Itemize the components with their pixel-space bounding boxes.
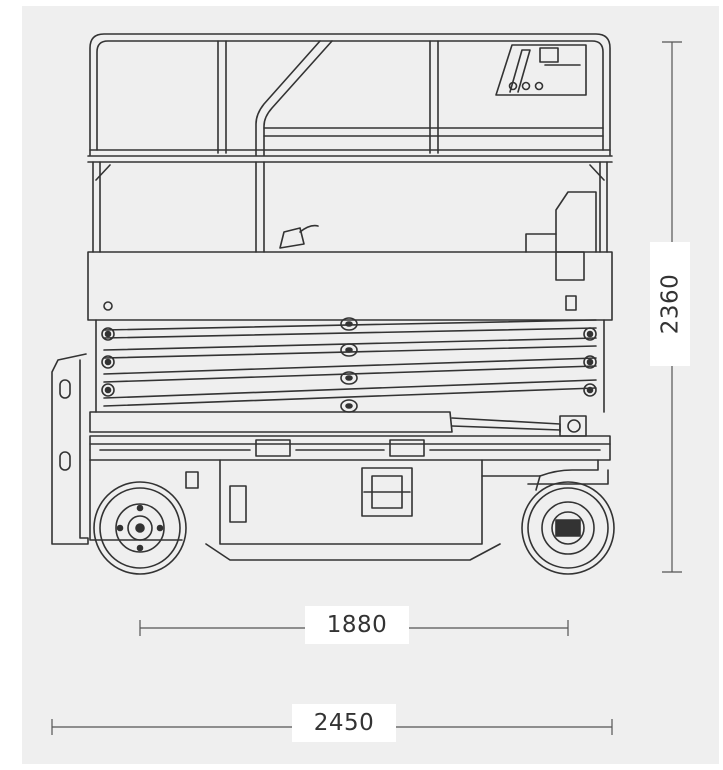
height-dimension-label: 2360 [650, 242, 690, 366]
control-box [495, 44, 587, 96]
lower-rail [92, 161, 608, 253]
guard-rail [87, 33, 613, 163]
rear-wheel [521, 469, 615, 575]
length-dimension-label: 2450 [292, 704, 396, 742]
wheelbase-dimension-label: 1880 [305, 606, 409, 644]
chassis [89, 411, 611, 561]
front-wheel [93, 481, 187, 575]
scissor-stack [95, 317, 605, 413]
platform-deck [87, 251, 613, 321]
wheelbase-value: 1880 [326, 612, 388, 638]
length-value: 2450 [313, 710, 375, 736]
entry-ladder [51, 353, 89, 545]
height-value: 2360 [657, 273, 684, 335]
